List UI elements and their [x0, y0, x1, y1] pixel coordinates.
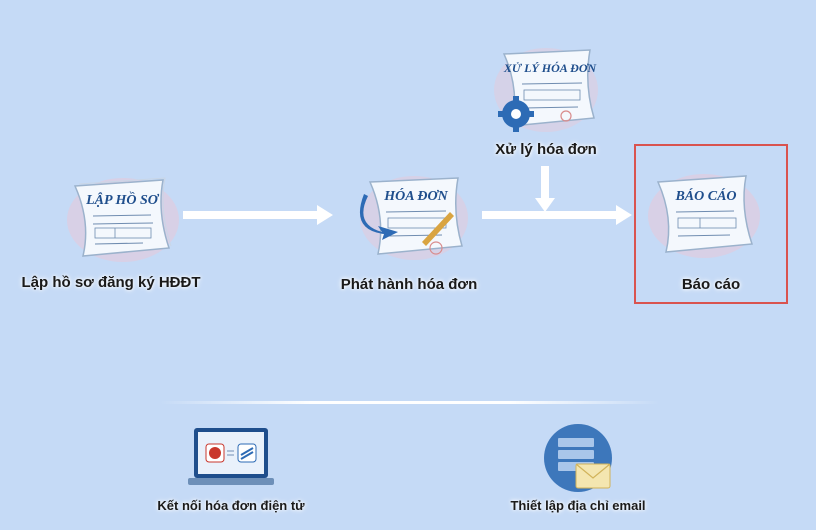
doc-title: XỬ LÝ HÓA ĐƠN — [503, 61, 598, 75]
gear-icon — [498, 96, 534, 132]
issue-node[interactable]: HÓA ĐƠN Phát hành hóa đơn — [340, 170, 480, 300]
doc-title: HÓA ĐƠN — [383, 187, 448, 204]
process-node[interactable]: XỬ LÝ HÓA ĐƠN Xử lý hóa đơn — [490, 44, 600, 164]
laptop-icon — [188, 428, 274, 485]
register-label: Lập hồ sơ đăng ký HĐĐT — [21, 274, 201, 291]
issue-label: Phát hành hóa đơn — [340, 276, 478, 293]
divider — [160, 401, 660, 404]
arrow-right-icon — [482, 205, 632, 225]
invoice-doc-icon: HÓA ĐƠN — [359, 176, 468, 260]
process-label: Xử lý hóa đơn — [495, 141, 597, 158]
process-doc-icon: XỬ LÝ HÓA ĐƠN — [494, 48, 598, 132]
email-server-icon — [544, 424, 612, 492]
connect-einvoice-label: Kết nối hóa đơn điện tử — [157, 498, 305, 513]
report-doc-icon: BÁO CÁO — [648, 174, 760, 258]
register-node[interactable]: LẬP HỒ SƠ Lập hồ sơ đăng ký HĐĐT — [21, 168, 201, 298]
arrow-right-icon — [183, 205, 333, 225]
report-highlight-box — [634, 144, 788, 304]
email-setup-label: Thiết lập địa chỉ email — [510, 498, 646, 513]
doc-title: LẬP HỒ SƠ — [85, 190, 160, 208]
report-label: Báo cáo — [681, 276, 741, 293]
doc-title: BÁO CÁO — [674, 187, 736, 204]
arrow-down-icon — [535, 166, 555, 212]
report-node[interactable]: BÁO CÁO Báo cáo — [636, 146, 786, 302]
document-icon: LẬP HỒ SƠ — [67, 177, 179, 262]
email-setup-node[interactable]: Thiết lập địa chỉ email — [510, 420, 650, 520]
connect-einvoice-node[interactable]: Kết nối hóa đơn điện tử — [157, 420, 305, 520]
